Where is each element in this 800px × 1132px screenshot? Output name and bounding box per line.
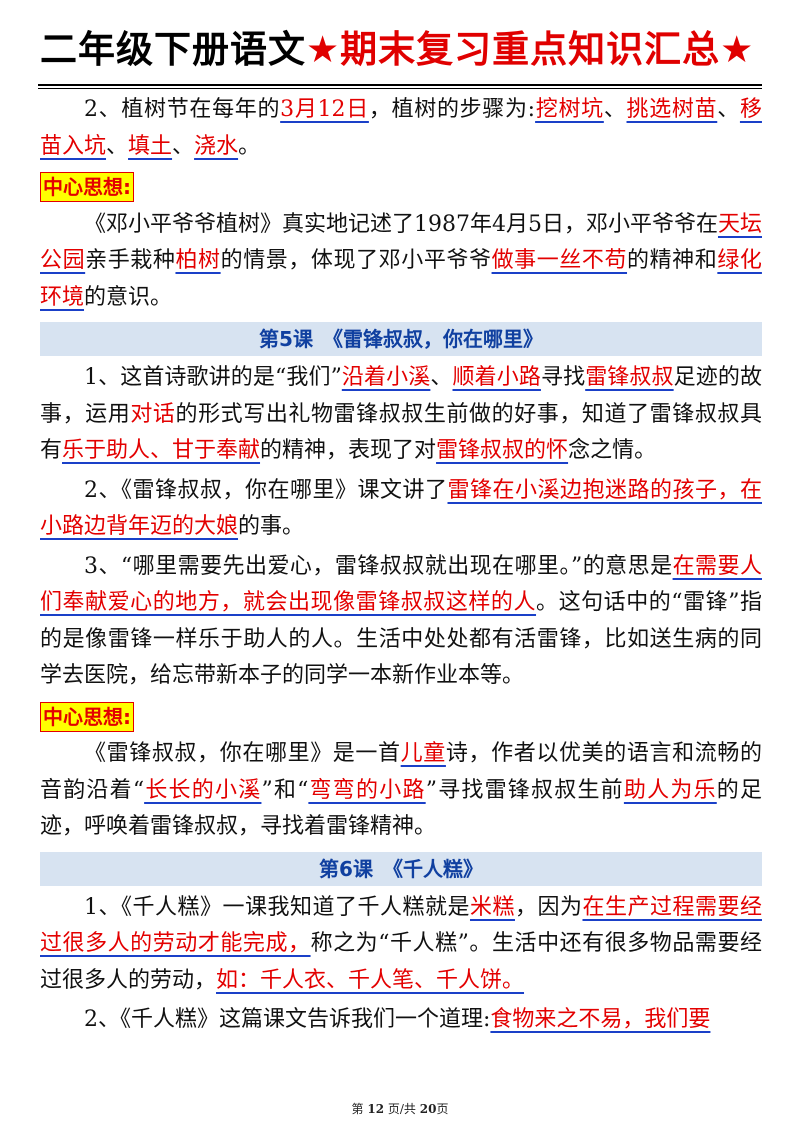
text: 、: [106, 133, 129, 159]
answer: 如：千人衣、千人笔、千人饼。: [216, 967, 525, 993]
answer: 食物来之不易，我们要: [490, 1007, 711, 1032]
paragraph-lesson5-3: 3、“哪里需要先出爱心，雷锋叔叔就出现在哪里。”的意思是在需要人们奉献爱心的地方…: [40, 553, 762, 689]
central-idea-badge-2: 中心思想:: [40, 698, 762, 737]
paragraph-lesson5-1: 1、这首诗歌讲的是“我们”沿着小溪、顺着小路寻找雷锋叔叔足迹的故事，运用对话的形…: [40, 365, 762, 463]
document-body: 2、植树节在每年的3月12日，植树的步骤为:挖树坑、挑选树苗、移苗入坑、填土、浇…: [40, 92, 762, 1042]
paragraph-lesson6-2: 2、《千人糕》这篇课文告诉我们一个道理:食物来之不易，我们要: [84, 1007, 711, 1032]
text: 、: [717, 97, 740, 122]
answer: 天坛公园: [40, 211, 762, 274]
answer: 浇水: [194, 133, 239, 159]
text: ，植树的步骤为:: [368, 97, 536, 122]
page-footer: 第 12 页/共 20页: [351, 1102, 449, 1116]
text: 、: [603, 97, 627, 122]
paragraph-lesson6-1: 1、《千人糕》一课我知道了千人糕就是米糕，因为在生产过程需要经过很多人的劳动才能…: [40, 894, 762, 993]
answer: 弯弯的小路: [308, 777, 426, 803]
answer: 挖树坑: [535, 97, 604, 122]
title-highlight: ★期末复习重点知识汇总★: [306, 28, 755, 71]
total-pages: 20: [419, 1102, 437, 1116]
answer: 长长的小溪: [144, 777, 262, 803]
answer: 沿着小溪: [341, 365, 431, 390]
answer: 3月12日: [280, 97, 369, 122]
paragraph-tree-planting: 2、植树节在每年的3月12日，植树的步骤为:挖树坑、挑选树苗、移苗入坑、填土、浇…: [40, 92, 762, 165]
title-divider-thin: [38, 88, 762, 89]
answer: 雷锋在小溪边抱迷路的孩子，在小路边背年迈的大娘: [40, 477, 762, 540]
answer: 挑选树苗: [626, 97, 718, 122]
answer: 填土: [128, 133, 173, 159]
answer: 乐于助人、甘于奉献: [62, 438, 261, 463]
answer: 顺着小路: [452, 365, 541, 390]
paragraph-central-idea-4: 《邓小平爷爷植树》真实地记述了1987年4月5日，邓小平爷爷在天坛公园亲手栽种柏…: [40, 211, 762, 310]
answer: 柏树: [175, 248, 221, 273]
text: 。: [238, 133, 261, 159]
text: 2、植树节在每年的: [84, 97, 281, 122]
central-idea-badge: 中心思想:: [40, 168, 762, 207]
answer: 对话: [130, 401, 176, 427]
current-page: 12: [367, 1102, 385, 1116]
answer: 移苗入坑: [40, 97, 762, 159]
paragraph-lesson5-central-idea: 《雷锋叔叔，你在哪里》是一首儿童诗，作者以优美的语言和流畅的音韵沿着“长长的小溪…: [40, 741, 762, 839]
answer: 助人为乐: [623, 777, 717, 803]
page-title: 二年级下册语文★期末复习重点知识汇总★: [40, 28, 760, 72]
text: 、: [172, 133, 195, 159]
paragraph-lesson5-2: 2、《雷锋叔叔，你在哪里》课文讲了雷锋在小溪边抱迷路的孩子，在小路边背年迈的大娘…: [40, 477, 762, 540]
lesson-6-heading: 第6课 《千人糕》: [40, 851, 762, 886]
answer: 米糕: [469, 894, 515, 920]
answer: 在需要人们奉献爱心的地方，就会出现像雷锋叔叔这样的人: [40, 553, 762, 616]
lesson-5-heading: 第5课 《雷锋叔叔，你在哪里》: [40, 322, 762, 356]
title-main: 二年级下册语文: [40, 28, 306, 71]
answer: 雷锋叔叔的怀: [436, 438, 569, 463]
answer: 绿化环境: [40, 248, 762, 310]
answer: 儿童: [400, 741, 446, 766]
answer: 做事一丝不苟: [491, 248, 628, 273]
title-divider: [38, 84, 762, 86]
answer: 在生产过程需要经过很多人的劳动才能完成，: [40, 894, 762, 957]
answer: 雷锋叔叔: [585, 365, 674, 390]
